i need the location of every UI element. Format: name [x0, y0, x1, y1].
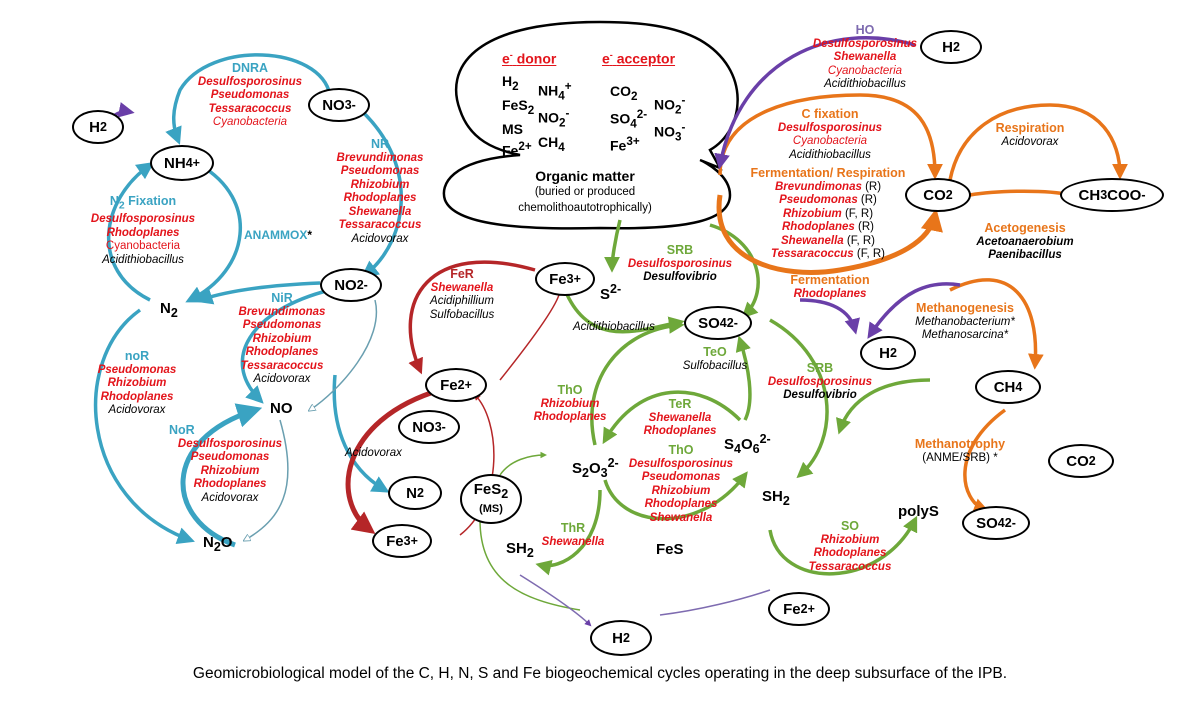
donor-ch4: CH4	[538, 133, 565, 154]
process-fermentation-respiration: Fermentation/ Respiration Brevundimonas …	[750, 166, 906, 260]
process-srb-right: SRB Desulfosporosinus Desulfovibrio	[767, 361, 873, 401]
organic-matter-sub2: chemolithoautotrophically)	[518, 202, 652, 214]
organic-matter-bubble	[442, 20, 739, 230]
process-acetogenesis: Acetogenesis Acetoanaerobium Paenibacill…	[976, 221, 1074, 261]
donor-h2: H2	[502, 73, 519, 93]
node-ms-label: (MS)	[479, 502, 503, 515]
process-methanotrophy: Methanotrophy (ANME/SRB) *	[914, 437, 1006, 464]
node-n2-left: N2	[160, 300, 178, 320]
process-respiration: Respiration Acidovorax	[995, 121, 1065, 148]
acceptor-no2: NO2-	[654, 94, 686, 117]
process-nor-lower: noR Pseudomonas Rhizobium Rhodoplanes Ac…	[97, 349, 177, 416]
process-nor-upper: NoR Desulfosporosinus Pseudomonas Rhizob…	[169, 423, 283, 504]
process-thr: ThR Shewanella	[541, 521, 605, 548]
biogeochemical-cycle-diagram: e- donor e- acceptor H2 FeS2 MS Fe2+ NH4…	[72, 20, 1164, 656]
process-ter: TeR Shewanella Rhodoplanes	[643, 397, 717, 437]
node-polys: polyS	[898, 503, 939, 520]
donor-ms: MS	[502, 120, 523, 137]
node-s2: S2-	[600, 282, 622, 303]
donor-header: donor	[516, 50, 557, 67]
process-so: SO Rhizobium Rhodoplanes Tessaracoccus	[808, 519, 892, 573]
process-fermentation: Fermentation Rhodoplanes	[790, 273, 870, 300]
donor-fes2: FeS2	[502, 96, 535, 117]
node-no: NO	[270, 400, 293, 417]
node-s2o3: S2O32-	[572, 456, 619, 480]
organic-matter-title: Organic matter	[535, 168, 635, 184]
donor-nh4: NH4+	[538, 80, 572, 103]
process-tho-left: ThO Rhizobium Rhodoplanes	[533, 383, 607, 423]
label-acidovorax-mid: Acidovorax	[345, 447, 402, 459]
process-nr: NR Brevundimonas Pseudomonas Rhizobium R…	[336, 137, 424, 245]
donor-fe2: Fe2+	[502, 139, 532, 159]
donor-no2: NO2-	[538, 107, 570, 130]
node-n2o: N2O	[203, 534, 233, 554]
acceptor-no3: NO3-	[654, 121, 686, 144]
process-c-fixation: C fixation Desulfosporosinus Cyanobacter…	[777, 107, 883, 161]
process-ho: HO Desulfosporosinus Shewanella Cyanobac…	[812, 23, 918, 90]
process-dnra: DNRA Desulfosporosinus Pseudomonas Tessa…	[197, 61, 303, 128]
node-s4o6: S4O62-	[724, 432, 771, 456]
acceptor-co2: CO2	[610, 83, 638, 103]
process-n2-fixation: N2 Fixation Desulfosporosinus Rhodoplane…	[90, 194, 196, 266]
acceptor-so4: SO42-	[610, 107, 648, 131]
node-fes2: FeS2(MS)	[460, 474, 522, 524]
figure-caption: Geomicrobiological model of the C, H, N,…	[192, 665, 1008, 682]
label-acidithiobacillus-mid: Acidithiobacillus	[573, 321, 655, 333]
process-fer: FeR Shewanella Acidiphillium Sulfobacill…	[429, 267, 495, 321]
process-teo: TeO Sulfobacillus	[682, 345, 748, 372]
node-sh2-right: SH2	[762, 488, 790, 508]
process-anammox: ANAMMOX*	[244, 228, 312, 242]
node-sh2-left: SH2	[506, 540, 534, 560]
process-srb-top: SRB Desulfosporosinus Desulfovibrio	[627, 243, 733, 283]
node-fes: FeS	[656, 541, 684, 558]
organic-matter-sub1: (buried or produced	[534, 186, 636, 198]
acceptor-fe3: Fe3+	[610, 135, 640, 154]
cycle-arrows	[93, 20, 1128, 627]
process-methanogenesis: Methanogenesis Methanobacterium* Methano…	[915, 301, 1015, 341]
process-tho-center: ThO Desulfosporosinus Pseudomonas Rhizob…	[628, 443, 734, 524]
acceptor-header: acceptor	[616, 50, 676, 67]
bubble-content: e- donor e- acceptor H2 FeS2 MS Fe2+ NH4…	[460, 40, 710, 220]
process-nir: NiR Brevundimonas Pseudomonas Rhizobium …	[238, 291, 326, 385]
